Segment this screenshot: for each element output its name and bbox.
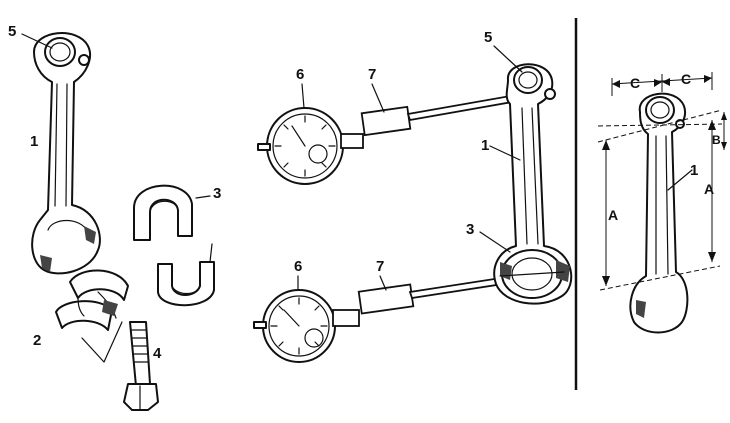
dimension-a-left: A: [608, 207, 619, 223]
connecting-rod-mounted: [493, 63, 573, 305]
dimension-c-left: C: [630, 75, 641, 91]
callout-conrod-left: 1: [30, 133, 39, 150]
callout-small-end-bushing-mounted: 5: [484, 29, 493, 46]
cap-bolt: [123, 321, 159, 411]
callout-dial-gauge-bottom: 6: [294, 258, 303, 275]
callout-bearing-halves-mounted: 3: [466, 221, 475, 238]
bearing-halves: [133, 184, 215, 307]
callout-cap-bolt: 4: [153, 345, 162, 362]
callout-extension-bar-bottom: 7: [376, 258, 385, 275]
callout-extension-bar-top: 7: [368, 66, 377, 83]
connecting-rod-dimensioned: [629, 92, 689, 334]
dimension-a-right: A: [704, 181, 715, 197]
bearing-shells: [55, 269, 129, 363]
leader-lines: [21, 33, 693, 291]
callout-dial-gauge-top: 6: [296, 66, 305, 83]
callout-conrod-mounted: 1: [481, 137, 490, 154]
dimension-c-right: C: [681, 71, 692, 87]
connecting-rod-left: [31, 32, 101, 275]
dimension-lines: [597, 72, 727, 291]
callout-bearing-shells: 2: [33, 332, 42, 349]
callout-bearing-halves: 3: [213, 185, 222, 202]
dimension-b: B: [712, 133, 721, 147]
callout-conrod-dimensioned: 1: [690, 162, 699, 179]
callout-small-end-bushing: 5: [8, 23, 17, 40]
measurement-setup-top: [257, 93, 520, 185]
